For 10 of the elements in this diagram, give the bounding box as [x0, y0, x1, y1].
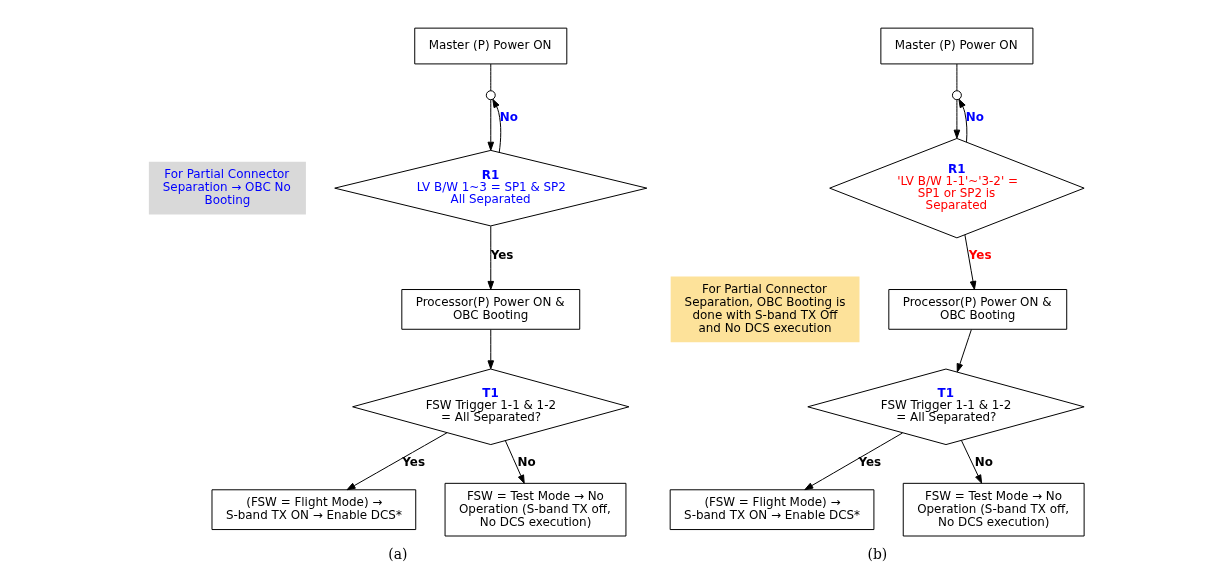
edge-label: No — [974, 455, 993, 470]
edge-label: No — [965, 110, 984, 125]
edge-label: Yes — [401, 455, 425, 470]
label: (a) — [387, 546, 407, 563]
edge-label: Yes — [968, 248, 992, 263]
edge-label: No — [499, 110, 518, 125]
edge-label: Yes — [490, 248, 513, 263]
edge-label: No — [517, 455, 536, 470]
label: (b) — [867, 546, 887, 563]
edge-label: Yes — [858, 455, 881, 470]
